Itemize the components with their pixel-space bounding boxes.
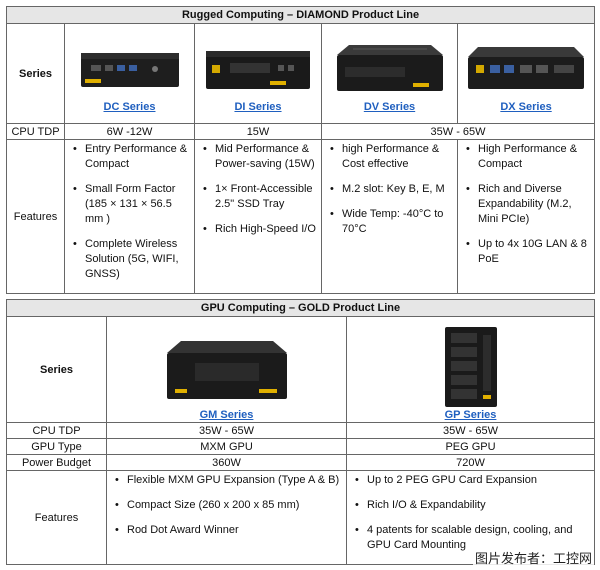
feature-item: Entry Performance & Compact xyxy=(71,142,192,172)
dc-series-name[interactable]: DC Series xyxy=(103,100,156,113)
dc-cpu-tdp: 6W -12W xyxy=(64,123,195,140)
feature-item: Compact Size (260 x 200 x 85 mm) xyxy=(113,498,344,513)
gm-features: Flexible MXM GPU Expansion (Type A & B) … xyxy=(106,470,347,565)
gm-power-budget: 360W xyxy=(106,454,347,471)
dv-features: high Performance & Cost effective M.2 sl… xyxy=(321,139,458,294)
dv-series-name[interactable]: DV Series xyxy=(363,100,416,113)
gm-cpu-tdp: 35W - 65W xyxy=(106,422,347,439)
feature-item: Up to 4x 10G LAN & 8 PoE xyxy=(464,237,592,267)
gpu-type-label: GPU Type xyxy=(6,438,107,455)
dx-features: High Performance & Compact Rich and Dive… xyxy=(456,139,596,294)
rugged-cpu-tdp-label: CPU TDP xyxy=(6,123,65,140)
feature-item: Flexible MXM GPU Expansion (Type A & B) xyxy=(113,473,344,488)
dc-series-cell: DC Series xyxy=(64,23,195,124)
gm-gpu-type: MXM GPU xyxy=(106,438,347,455)
rugged-table: Rugged Computing – DIAMOND Product Line … xyxy=(5,6,596,294)
gpu-cpu-tdp-label: CPU TDP xyxy=(6,422,107,439)
gp-power-budget: 720W xyxy=(345,454,596,471)
di-series-name[interactable]: DI Series xyxy=(234,100,282,113)
feature-item: 1× Front-Accessible 2.5" SSD Tray xyxy=(201,182,319,212)
watermark: 图片发布者：工控网 xyxy=(472,548,594,567)
di-cpu-tdp: 15W xyxy=(194,123,322,140)
feature-item: Rich High-Speed I/O xyxy=(201,222,319,237)
dv-series-cell: DV Series xyxy=(321,23,458,124)
rugged-table-wrap: Rugged Computing – DIAMOND Product Line … xyxy=(5,6,596,294)
feature-item: M.2 slot: Key B, E, M xyxy=(328,182,455,197)
gp-series-name[interactable]: GP Series xyxy=(444,408,497,421)
feature-item: Small Form Factor (185 × 131 × 56.5 mm ) xyxy=(71,182,192,227)
gpu-table-wrap: GPU Computing – GOLD Product Line Series… xyxy=(5,299,596,565)
gpu-title: GPU Computing – GOLD Product Line xyxy=(5,299,596,317)
gpu-series-label: Series xyxy=(6,316,107,423)
feature-item: Mid Performance & Power-saving (15W) xyxy=(201,142,319,172)
gp-cpu-tdp: 35W - 65W xyxy=(345,422,596,439)
gpu-table: GPU Computing – GOLD Product Line Series… xyxy=(5,299,596,565)
feature-item: High Performance & Compact xyxy=(464,142,592,172)
feature-item: Rod Dot Award Winner xyxy=(113,523,344,538)
gp-features: Up to 2 PEG GPU Card Expansion Rich I/O … xyxy=(345,470,596,565)
gp-gpu-type: PEG GPU xyxy=(345,438,596,455)
di-series-cell: DI Series xyxy=(194,23,322,124)
feature-item: Complete Wireless Solution (5G, WIFI, GN… xyxy=(71,237,192,282)
di-series-product-image xyxy=(206,50,310,89)
feature-item: 4 patents for scalable design, cooling, … xyxy=(353,523,592,553)
series-label: Series xyxy=(6,23,65,124)
feature-item: Rich I/O & Expandability xyxy=(353,498,592,513)
gm-series-name[interactable]: GM Series xyxy=(199,408,254,421)
gm-series-product-image xyxy=(166,340,287,399)
dx-series-product-image xyxy=(468,46,585,89)
gp-series-cell: GP Series xyxy=(345,316,596,423)
dx-series-cell: DX Series xyxy=(456,23,596,124)
power-budget-label: Power Budget xyxy=(6,454,107,471)
dv-series-product-image xyxy=(336,44,443,91)
feature-item: Wide Temp: -40°C to 70°C xyxy=(328,207,455,237)
rugged-features-label: Features xyxy=(6,139,65,294)
di-features: Mid Performance & Power-saving (15W) 1× … xyxy=(194,139,322,294)
gp-series-product-image xyxy=(444,326,497,407)
feature-item: Up to 2 PEG GPU Card Expansion xyxy=(353,473,592,488)
dc-features: Entry Performance & Compact Small Form F… xyxy=(64,139,195,294)
dv-dx-cpu-tdp: 35W - 65W xyxy=(320,123,596,140)
rugged-title: Rugged Computing – DIAMOND Product Line xyxy=(5,6,596,24)
gpu-features-label: Features xyxy=(6,470,107,565)
feature-item: high Performance & Cost effective xyxy=(328,142,455,172)
feature-item: Rich and Diverse Expandability (M.2, Min… xyxy=(464,182,592,227)
dc-series-product-image xyxy=(80,52,179,87)
dx-series-name[interactable]: DX Series xyxy=(500,100,552,113)
gm-series-cell: GM Series xyxy=(106,316,347,423)
